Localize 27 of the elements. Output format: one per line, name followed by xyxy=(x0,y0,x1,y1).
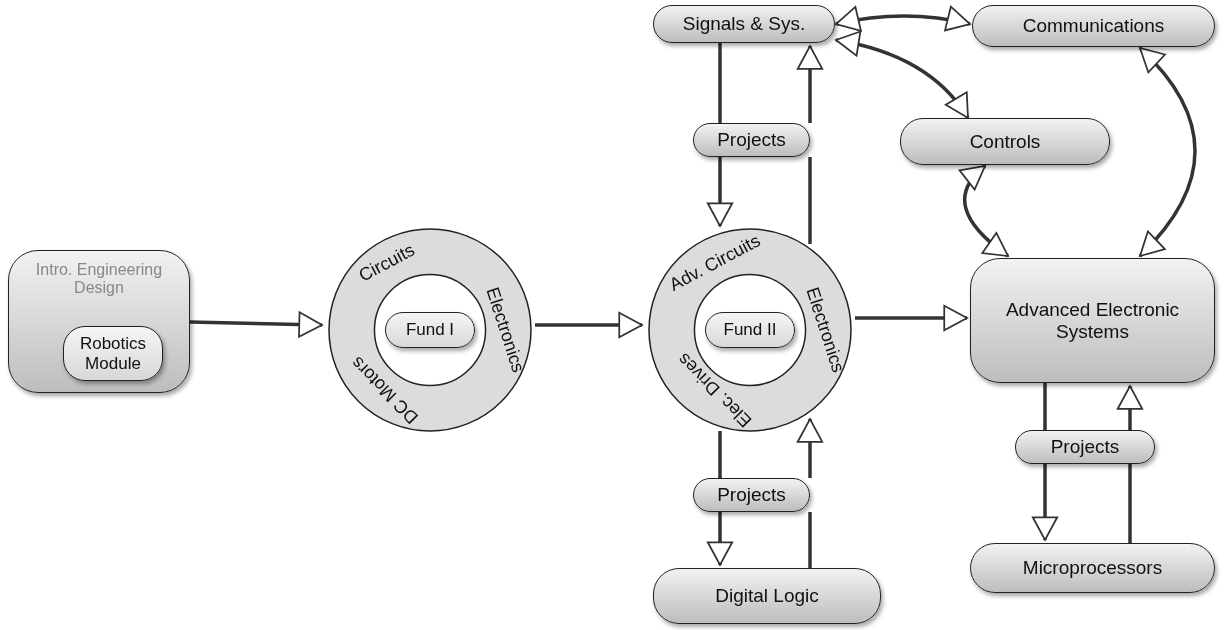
rounded-box: Digital Logic xyxy=(653,568,881,624)
rounded-box: Controls xyxy=(900,118,1110,165)
rounded-box: Microprocessors xyxy=(970,543,1215,593)
arrow xyxy=(706,157,734,227)
arrow xyxy=(1031,464,1059,541)
arrow xyxy=(535,311,643,339)
arrow xyxy=(1116,385,1144,430)
arrow xyxy=(796,418,824,478)
rounded-box: Projects xyxy=(693,478,810,512)
group-title: Intro. Engineering Design xyxy=(34,261,164,297)
rounded-box: Projects xyxy=(693,123,810,157)
arrow xyxy=(855,304,968,332)
arrow xyxy=(189,311,323,338)
rounded-box: Signals & Sys. xyxy=(653,5,835,43)
arrow xyxy=(835,31,970,119)
rounded-box: Advanced Electronic Systems xyxy=(970,258,1215,383)
rounded-box: Fund II xyxy=(705,312,795,348)
arrow xyxy=(958,164,1010,258)
rounded-box: Communications xyxy=(972,5,1215,47)
rounded-box: Fund I xyxy=(385,312,475,348)
arrow xyxy=(835,6,971,33)
group-panel xyxy=(8,250,190,393)
rounded-box: Robotics Module xyxy=(63,326,163,381)
rounded-box: Projects xyxy=(1015,430,1155,464)
arrow xyxy=(706,512,734,566)
arrow xyxy=(796,45,824,123)
arrow xyxy=(1138,46,1197,258)
